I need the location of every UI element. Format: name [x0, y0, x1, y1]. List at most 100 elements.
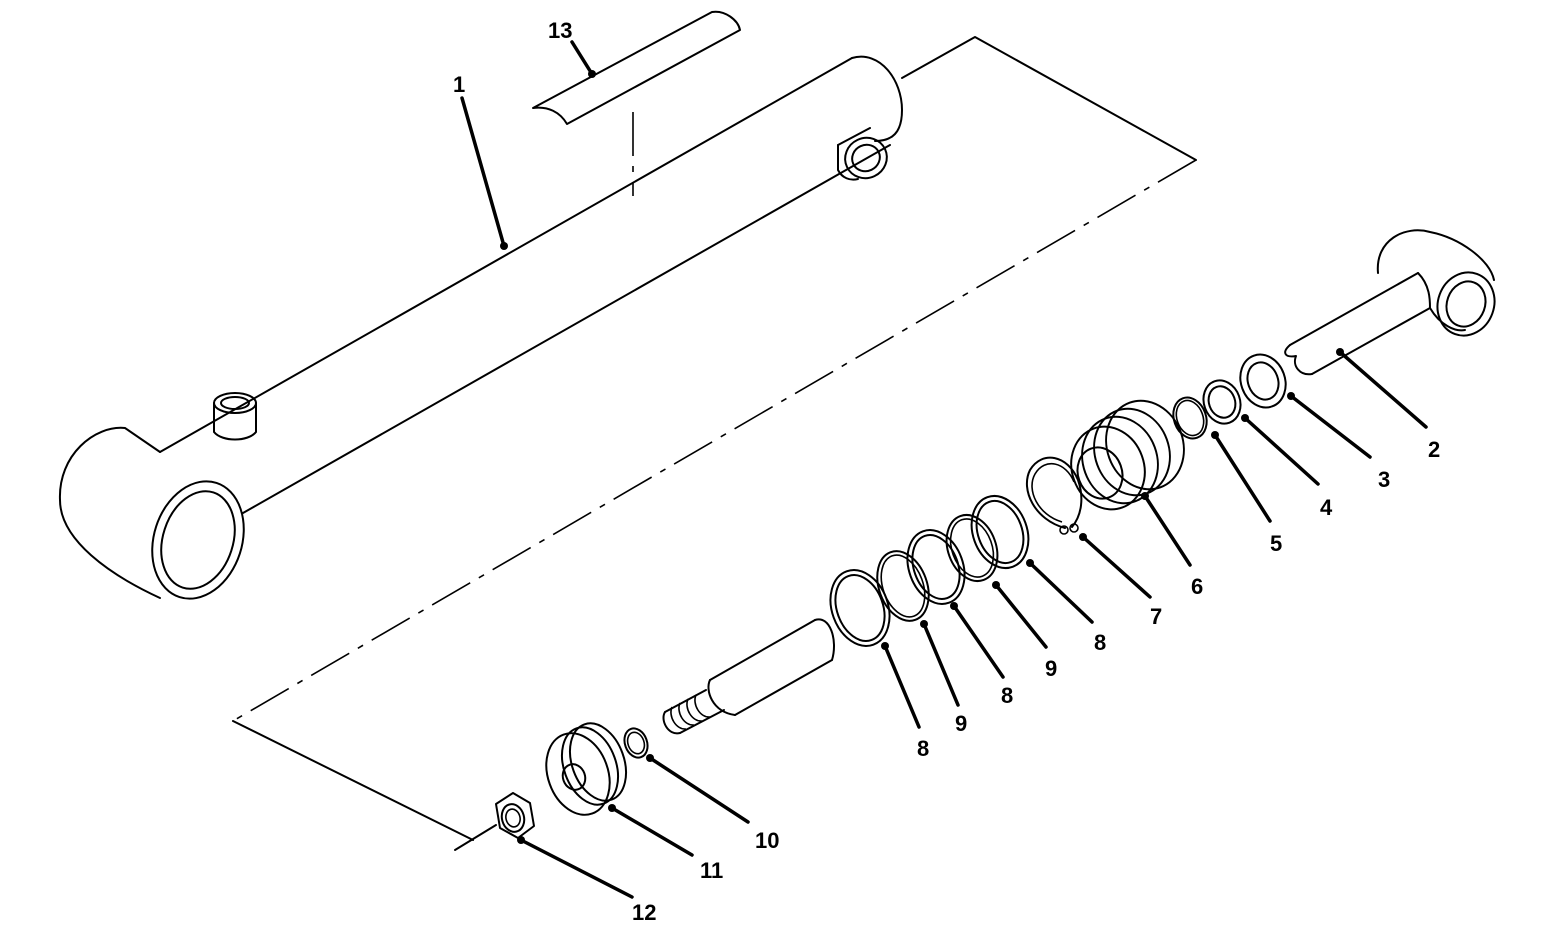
nut-hex: [495, 792, 535, 839]
o-ring-10: [623, 727, 649, 759]
seal-ring-9-left: [876, 550, 930, 622]
leader-dot-9a: [992, 581, 1000, 589]
o-ring-5: [1172, 396, 1208, 440]
callout-4: 4: [1320, 495, 1333, 520]
leader-dot-12: [517, 836, 525, 844]
callout-labels: 1 2 3 4 5 6 7 8 9 8 9 8 10 11 12 13: [453, 18, 1440, 925]
stub-end: [814, 618, 835, 661]
leader-1: [460, 96, 506, 248]
leader-12: [519, 838, 634, 899]
snap-ring-inner: [1031, 462, 1075, 523]
ring-inner: [975, 500, 1025, 564]
leader-dot-13: [588, 70, 596, 78]
ring-outer: [829, 569, 891, 647]
barrel-bottom-edge: [242, 144, 891, 514]
snap-ring: [1025, 456, 1083, 535]
leader-2: [1338, 350, 1428, 429]
gland-face: [1070, 425, 1146, 511]
leader-dot-9b: [920, 620, 928, 628]
ring-inner: [949, 518, 995, 578]
barrel-end-cap: [851, 55, 903, 142]
o-ring-10-inner: [626, 731, 646, 755]
nut-bore-outer: [500, 803, 526, 833]
leader-6: [1143, 494, 1192, 567]
leader-4: [1243, 416, 1320, 486]
piston-rod: [1284, 229, 1496, 376]
port-body: [837, 144, 859, 181]
rod-seal: [1202, 379, 1242, 425]
trunnion-bore-outer: [151, 480, 245, 600]
rod-threaded-end: [662, 618, 835, 735]
callout-1: 1: [453, 72, 465, 97]
rod-seal-outer: [1202, 379, 1242, 425]
leader-10: [648, 756, 750, 824]
gland: [1070, 399, 1185, 511]
snap-ring-eye-2: [1069, 523, 1079, 533]
callout-2: 2: [1428, 437, 1440, 462]
callout-12: 12: [632, 900, 656, 925]
leader-3: [1289, 394, 1372, 459]
seal-ring-8-right: [970, 495, 1030, 569]
decal-outline: [532, 10, 741, 125]
callout-11: 11: [700, 858, 723, 883]
seal-ring-8-left: [829, 569, 891, 647]
ring-outer: [876, 550, 930, 622]
leader-9a: [994, 583, 1048, 649]
callout-9b: 9: [955, 711, 967, 736]
nut-bore-inner: [505, 808, 521, 828]
leader-dot-6: [1141, 492, 1149, 500]
rod-eye-inner: [1445, 280, 1487, 328]
thread-lines: [670, 694, 711, 730]
rod-top: [1289, 272, 1419, 346]
thread-tip: [662, 711, 681, 735]
seal-ring-9-right: [945, 514, 999, 582]
callout-13: 13: [548, 18, 572, 43]
ring-outer: [906, 529, 966, 605]
rod-broken-end: [1284, 344, 1313, 376]
piston-groove: [560, 726, 620, 806]
rod-eye-outer: [1436, 271, 1496, 337]
o-ring-10-outer: [623, 727, 649, 759]
base-port-hole: [220, 396, 250, 410]
stub-top: [709, 619, 816, 681]
leader-dot-10: [646, 754, 654, 762]
base-trunnion-top: [58, 426, 161, 501]
wiper-ring: [1239, 353, 1287, 409]
port-outer: [844, 136, 888, 180]
callout-10: 10: [755, 828, 779, 853]
ring-inner: [911, 534, 961, 600]
ring-outer: [945, 514, 999, 582]
port-inner: [851, 143, 881, 173]
callout-8a: 8: [1094, 630, 1106, 655]
leader-dot-11: [608, 804, 616, 812]
o-ring-5-outer: [1172, 396, 1208, 440]
leader-dot-5: [1211, 431, 1219, 439]
callout-9a: 9: [1045, 656, 1057, 681]
leader-dot-7: [1079, 533, 1087, 541]
ring-inner: [834, 574, 886, 642]
leader-dot-8b: [950, 602, 958, 610]
rod-eye-body: [1417, 272, 1466, 332]
callout-7: 7: [1150, 604, 1162, 629]
wiper-inner: [1246, 361, 1280, 401]
rod-eye-top: [1376, 229, 1495, 281]
callout-8b: 8: [1001, 683, 1013, 708]
thread-body: [664, 689, 725, 734]
leader-13: [570, 40, 594, 76]
ring-outer: [970, 495, 1030, 569]
piston: [545, 722, 628, 816]
port-top: [837, 127, 871, 146]
leader-dot-2: [1336, 348, 1344, 356]
wiper-outer: [1239, 353, 1287, 409]
snap-ring-outer: [1025, 456, 1083, 529]
stub-shoulder: [707, 679, 736, 716]
seal-ring-8-middle: [906, 529, 966, 605]
leader-11: [610, 806, 694, 857]
leader-9b: [922, 622, 960, 707]
guide-line-bottom: [232, 720, 474, 841]
leader-8a: [1028, 561, 1094, 624]
leader-dot-1: [500, 242, 508, 250]
leader-dot-8c: [881, 642, 889, 650]
explosion-guide-lines: [232, 36, 1197, 851]
